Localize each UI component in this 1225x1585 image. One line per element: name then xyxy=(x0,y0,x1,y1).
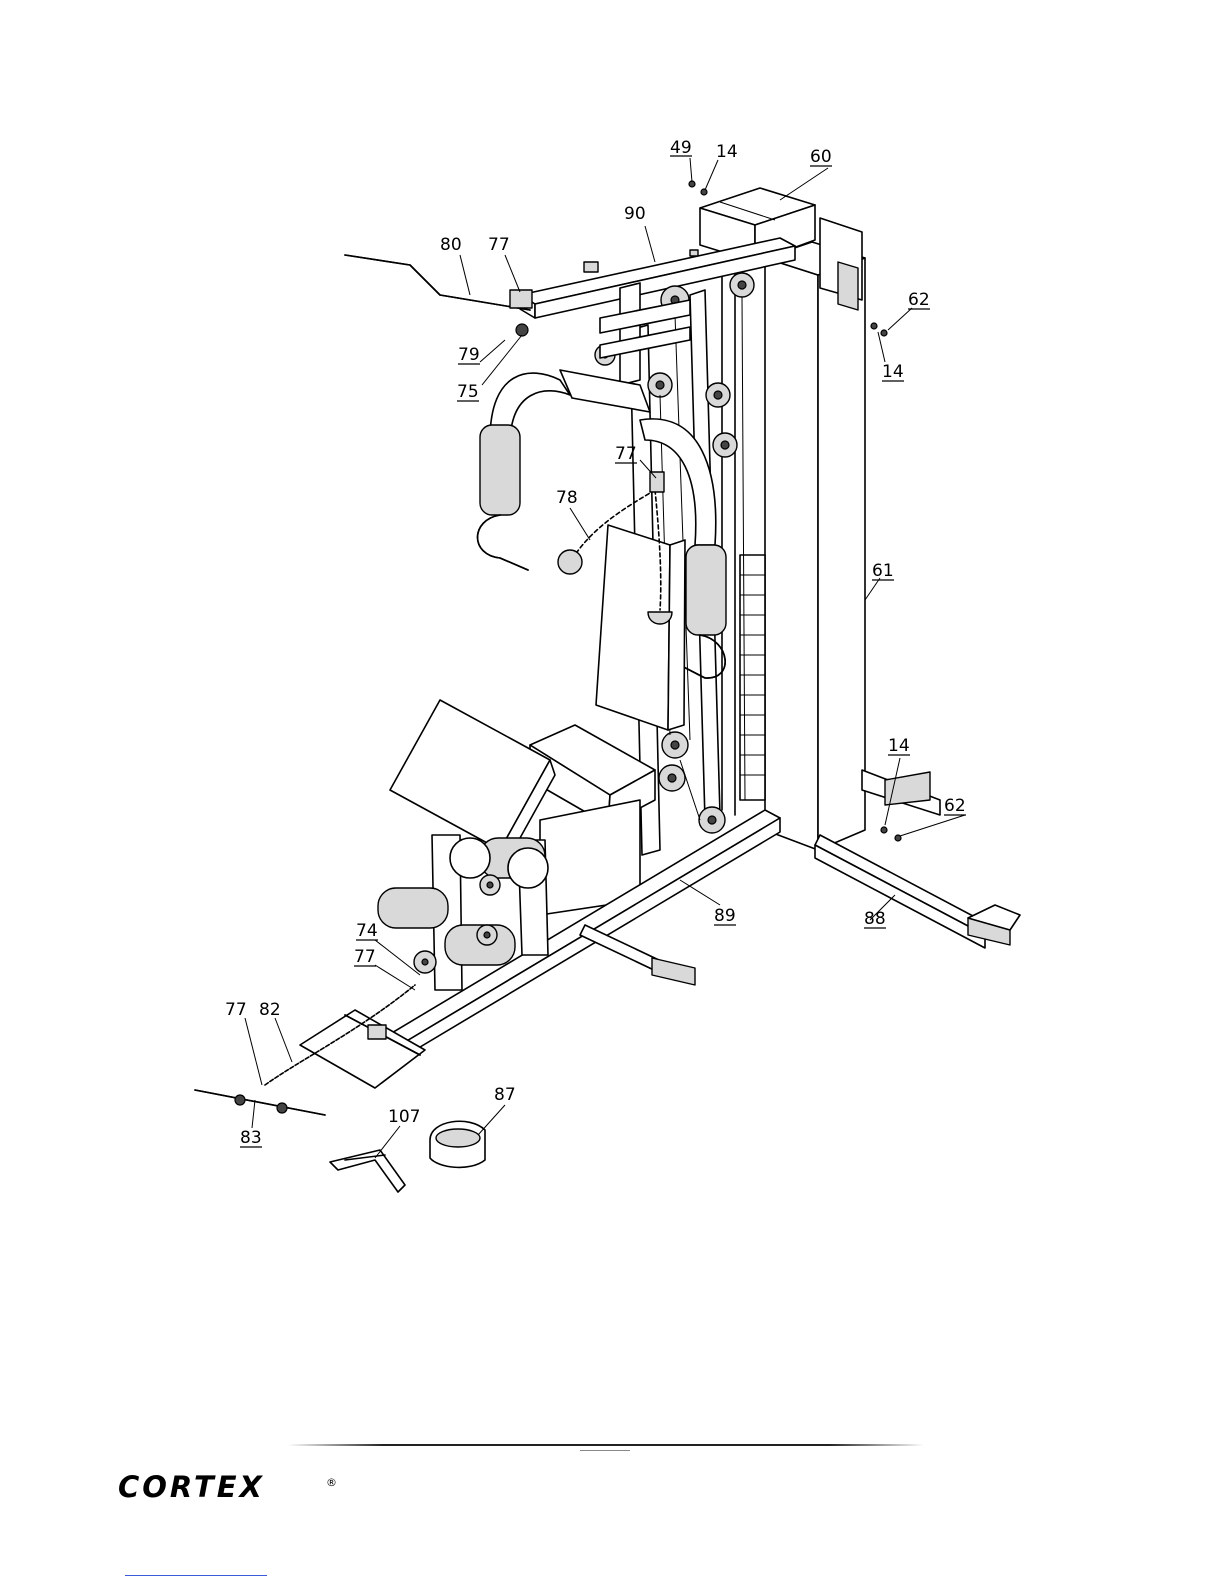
stirrup-handle xyxy=(330,1150,405,1192)
ankle-strap xyxy=(430,1121,485,1167)
footer-rule xyxy=(288,1444,924,1446)
callout-77-mid: 77 xyxy=(615,444,637,464)
callout-60: 60 xyxy=(810,147,832,167)
callout-79: 79 xyxy=(458,345,480,365)
callout-88: 88 xyxy=(864,909,886,929)
lat-bar xyxy=(345,255,532,336)
callout-74: 74 xyxy=(356,921,378,941)
callout-77-low: 77 xyxy=(354,947,376,967)
bottom-link-underline xyxy=(125,1575,267,1576)
brand-logo: CORTEX xyxy=(118,1470,265,1504)
callout-49: 49 xyxy=(670,138,692,158)
callout-107: 107 xyxy=(388,1107,420,1127)
callout-83: 83 xyxy=(240,1128,262,1148)
callout-87: 87 xyxy=(494,1085,516,1105)
callout-75: 75 xyxy=(457,382,479,402)
callout-89: 89 xyxy=(714,906,736,926)
callout-62-lower: 62 xyxy=(944,796,966,816)
callout-80: 80 xyxy=(440,235,462,255)
callout-77-bar: 77 xyxy=(225,1000,247,1020)
callout-61: 61 xyxy=(872,561,894,581)
back-pad xyxy=(596,525,685,730)
callout-90: 90 xyxy=(624,204,646,224)
callout-78: 78 xyxy=(556,488,578,508)
callout-77-top: 77 xyxy=(488,235,510,255)
callout-14-lower: 14 xyxy=(888,736,910,756)
footer-rule-accent xyxy=(580,1450,630,1451)
callout-14-top: 14 xyxy=(716,142,738,162)
callout-14-right: 14 xyxy=(882,362,904,382)
callout-82: 82 xyxy=(259,1000,281,1020)
callout-62-top: 62 xyxy=(908,290,930,310)
weight-stack-tower xyxy=(700,188,865,850)
registered-mark: ® xyxy=(326,1476,337,1489)
